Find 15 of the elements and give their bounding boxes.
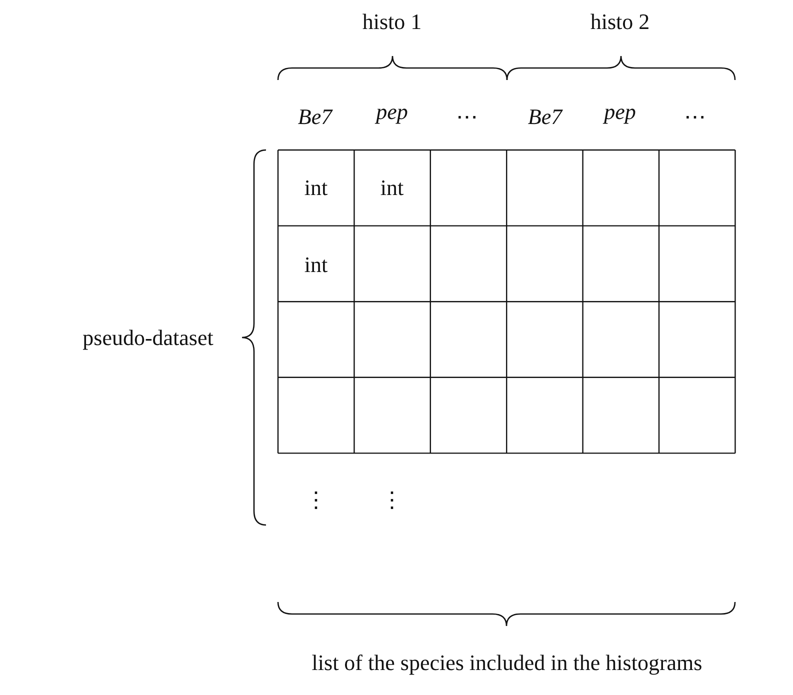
- ellipsis: ⋮: [305, 489, 327, 511]
- ellipsis: ⋮: [381, 489, 403, 511]
- table-cell: int: [380, 177, 404, 199]
- row-label: pseudo-dataset: [82, 327, 214, 349]
- axis-caption: list of the species included in the histograms: [312, 652, 702, 674]
- table-cell: int: [304, 177, 328, 199]
- column-header: pep: [604, 101, 636, 123]
- column-header: pep: [376, 101, 408, 123]
- table-cell: int: [304, 254, 328, 276]
- column-header: Be7: [298, 106, 332, 128]
- ellipsis: ⋯: [684, 106, 706, 128]
- column-header: Be7: [528, 106, 562, 128]
- column-group-label: histo 2: [590, 11, 650, 33]
- column-group-label: histo 1: [362, 11, 422, 33]
- ellipsis: ⋯: [456, 106, 478, 128]
